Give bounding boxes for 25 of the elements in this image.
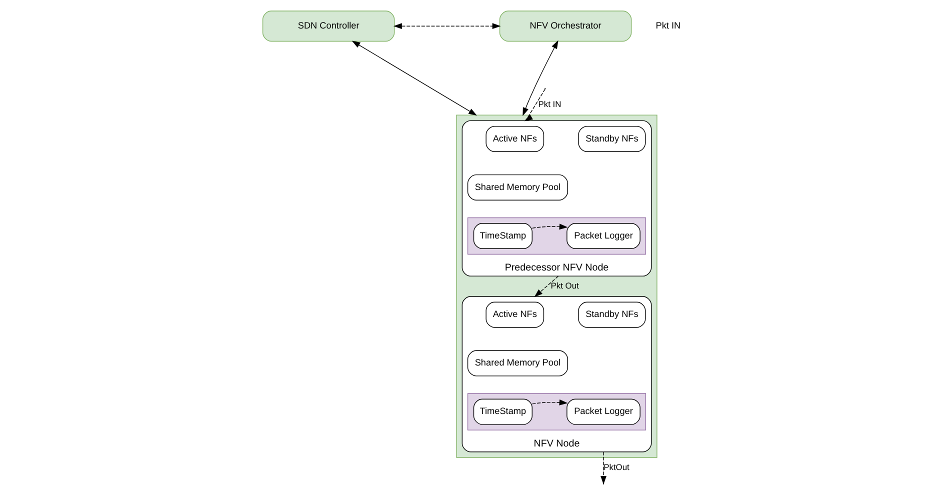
arrow [522,40,558,116]
edge-label: PktOut [604,462,630,472]
arrow [532,224,568,230]
arrow [352,40,478,116]
arrow [534,276,559,298]
node-box: Active NFs [486,126,544,152]
node-box: Active NFs [486,302,544,328]
node-box: Standby NFs [578,302,646,328]
edge-label: Pkt IN [538,99,562,110]
cluster [467,217,646,255]
node-box: TimeStamp [473,222,532,249]
node-box: SDN Controller [262,10,395,42]
node-box: NFV Orchestrator [499,10,632,42]
arrow [532,399,568,406]
cluster [467,393,646,430]
node-box: Shared Memory Pool [467,174,568,200]
label: Pkt IN [656,20,681,30]
node-box: Standby NFs [578,126,646,152]
node-box: Packet Logger [566,398,640,425]
node-box: Shared Memory Pool [467,350,568,376]
arrow [524,88,546,122]
arrow [393,23,501,30]
node-box: Packet Logger [566,222,640,249]
edge-label: Pkt Out [550,280,579,290]
node-box: TimeStamp [473,398,532,425]
